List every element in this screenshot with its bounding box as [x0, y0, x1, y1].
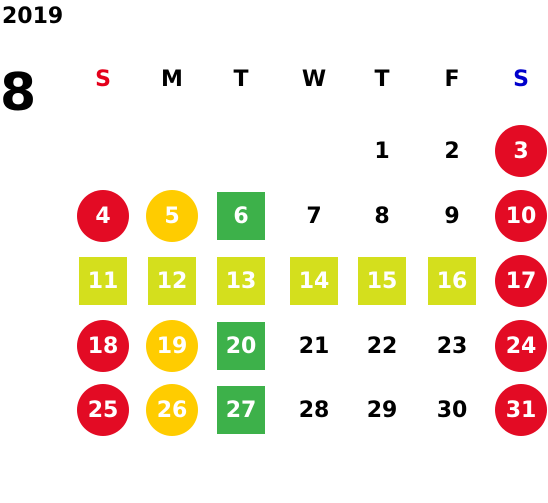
day-9: 9 [444, 203, 460, 229]
day-26: 26 [146, 384, 198, 436]
month-number: 8 [0, 63, 37, 123]
day-16: 16 [428, 257, 476, 305]
year-label: 2019 [2, 4, 64, 29]
day-31: 31 [495, 384, 547, 436]
day-22: 22 [366, 333, 398, 359]
day-3: 3 [495, 125, 547, 177]
day-23: 23 [436, 333, 468, 359]
day-14: 14 [290, 257, 338, 305]
day-27: 27 [217, 386, 265, 434]
weekday-sun: S [95, 67, 111, 92]
weekday-thu: T [374, 67, 390, 92]
day-25: 25 [77, 384, 129, 436]
day-15: 15 [358, 257, 406, 305]
day-13: 13 [217, 257, 265, 305]
day-12: 12 [148, 257, 196, 305]
day-30: 30 [436, 397, 468, 423]
day-5: 5 [146, 190, 198, 242]
day-21: 21 [298, 333, 330, 359]
weekday-fri: F [444, 67, 460, 92]
day-29: 29 [366, 397, 398, 423]
day-1: 1 [374, 138, 390, 164]
day-6: 6 [217, 192, 265, 240]
day-11: 11 [79, 257, 127, 305]
day-4: 4 [77, 190, 129, 242]
day-2: 2 [444, 138, 460, 164]
day-8: 8 [374, 203, 390, 229]
weekday-tue: T [233, 67, 249, 92]
day-24: 24 [495, 320, 547, 372]
day-7: 7 [306, 203, 322, 229]
weekday-wed: W [301, 67, 327, 92]
day-20: 20 [217, 322, 265, 370]
day-17: 17 [495, 255, 547, 307]
weekday-sat: S [513, 67, 529, 92]
weekday-mon: M [161, 67, 183, 92]
day-28: 28 [298, 397, 330, 423]
day-10: 10 [495, 190, 547, 242]
day-18: 18 [77, 320, 129, 372]
day-19: 19 [146, 320, 198, 372]
